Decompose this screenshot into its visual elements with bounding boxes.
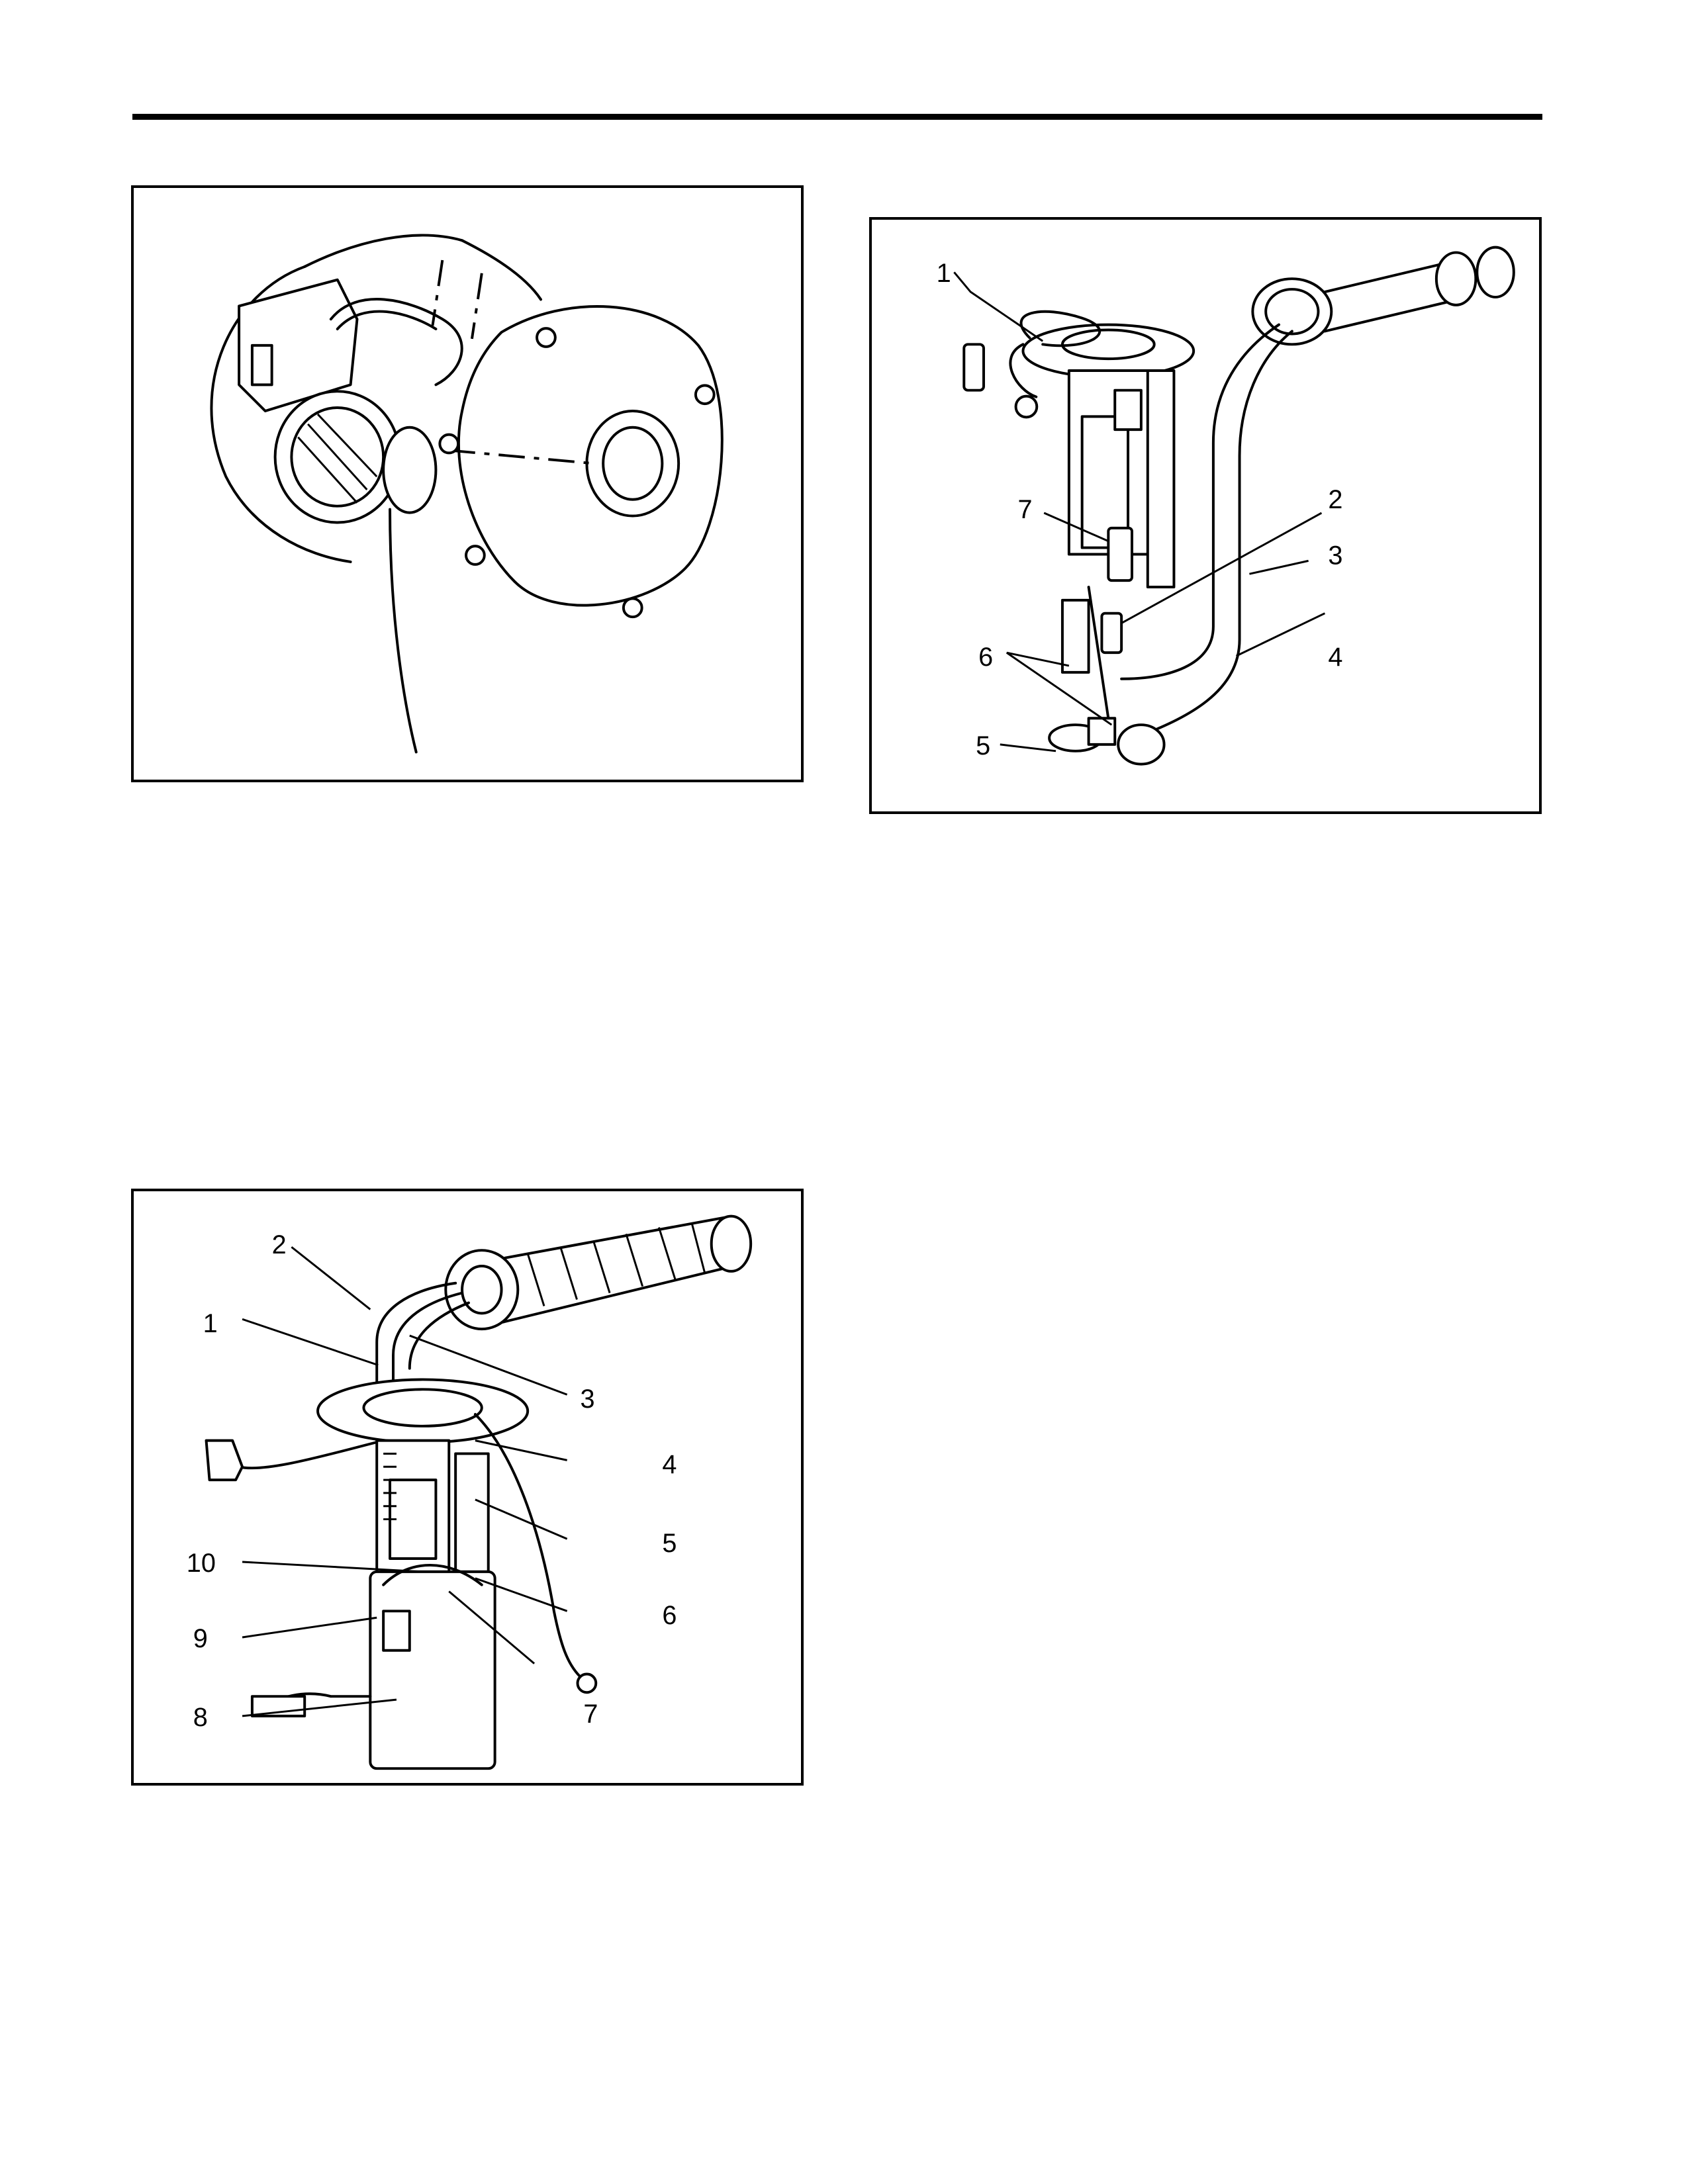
assy-callout-10: 10	[187, 1549, 216, 1578]
figure-pump-assembly: 2 1 3 4 5 6 7 8 9 10	[131, 1189, 804, 1786]
assy-callout-8: 8	[193, 1703, 208, 1732]
assy-callout-6: 6	[662, 1601, 677, 1630]
pump-callout-2: 2	[1328, 485, 1342, 514]
figure-pump-assembly-drawing: 2 1 3 4 5 6 7 8 9 10	[134, 1191, 801, 1783]
assy-callout-7: 7	[583, 1700, 598, 1729]
figure-pump-module-drawing: 1 2 3 4 5 6 7	[872, 220, 1539, 811]
pump-callout-1: 1	[937, 259, 951, 288]
header-rule	[132, 114, 1542, 120]
figure-sender-cover-drawing	[134, 188, 801, 780]
pump-callout-4: 4	[1328, 643, 1342, 672]
figure-pump-module: 1 2 3 4 5 6 7	[869, 217, 1542, 814]
assy-callout-5: 5	[662, 1529, 677, 1558]
pump-callout-5: 5	[976, 731, 990, 760]
pump-callout-7: 7	[1018, 495, 1033, 524]
assy-callout-2: 2	[272, 1230, 287, 1259]
assy-callout-3: 3	[580, 1385, 594, 1414]
pump-callout-3: 3	[1328, 541, 1342, 570]
assy-callout-1: 1	[203, 1309, 218, 1338]
assy-callout-9: 9	[193, 1624, 208, 1653]
pump-callout-6: 6	[978, 643, 993, 672]
assy-callout-4: 4	[662, 1450, 677, 1479]
figure-sender-cover	[131, 185, 804, 782]
